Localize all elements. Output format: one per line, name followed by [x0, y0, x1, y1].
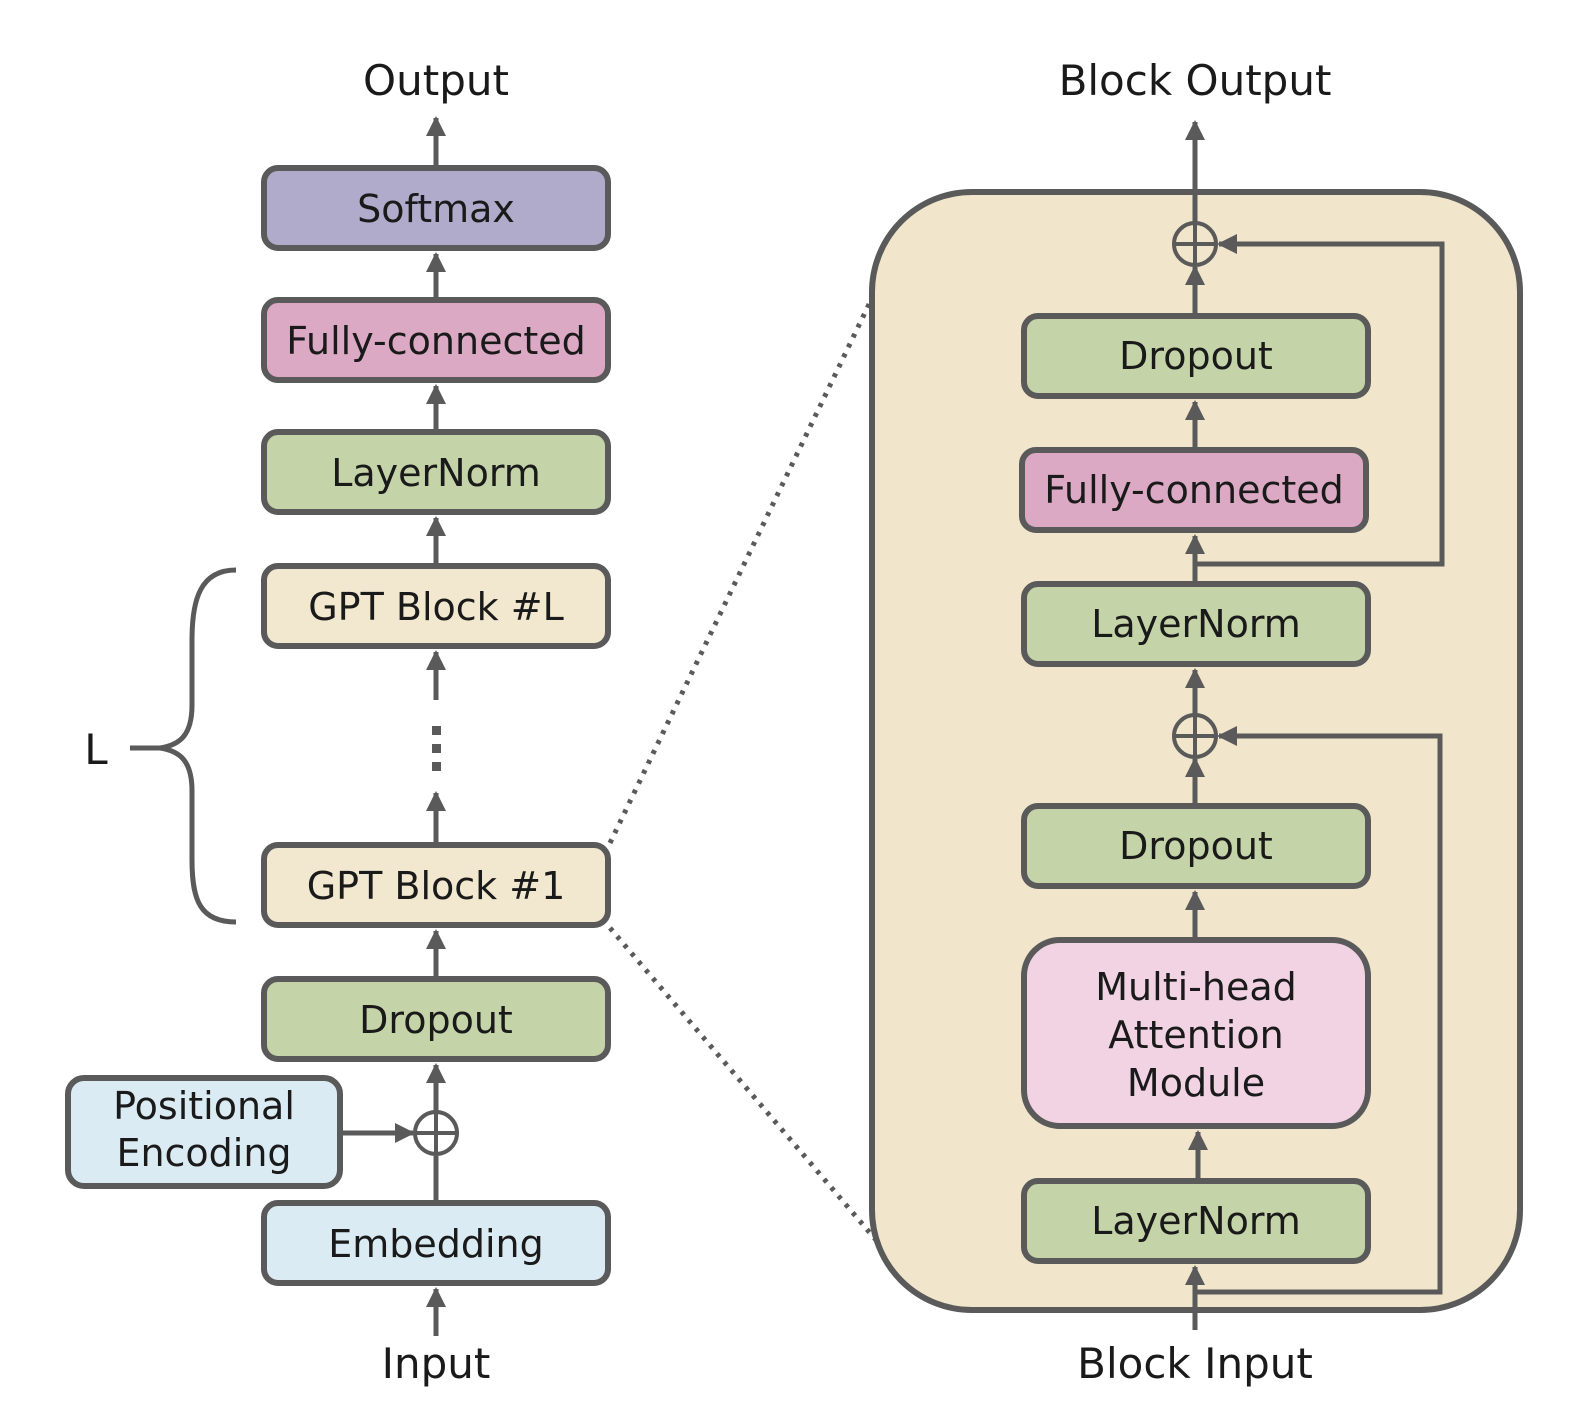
layernorm-bottom-label: LayerNorm: [1091, 1199, 1301, 1243]
block-input-label: Block Input: [1077, 1339, 1313, 1388]
softmax-box: [261, 165, 611, 251]
zoom-line-top: [607, 296, 875, 845]
fully-connected-block-label: Fully-connected: [1044, 468, 1344, 512]
residual-connection-top: [1195, 234, 1445, 567]
zoom-line-bottom: [608, 926, 878, 1242]
embedding-label: Embedding: [328, 1222, 544, 1266]
layernorm-top-label: LayerNorm: [1091, 602, 1301, 646]
dropout-bottom-box: [1021, 803, 1371, 889]
layernorm-label: LayerNorm: [331, 451, 541, 495]
gpt-block-last-box: [261, 563, 611, 649]
fully-connected-label: Fully-connected: [286, 319, 586, 363]
multi-head-attention-box: [1021, 937, 1371, 1129]
input-label: Input: [382, 1339, 491, 1388]
softmax-label: Softmax: [357, 187, 515, 231]
layernorm-bottom-box: [1021, 1178, 1371, 1264]
brace-label: L: [84, 725, 108, 774]
fully-connected-block-box: [1019, 447, 1369, 533]
positional-encoding-line2: Encoding: [116, 1131, 291, 1175]
add-icon: [1172, 713, 1218, 759]
attention-line3: Module: [1127, 1061, 1265, 1105]
output-label: Output: [363, 56, 509, 105]
gpt-block-last-label: GPT Block #L: [308, 585, 564, 629]
layernorm-box: [261, 429, 611, 515]
add-icon: [413, 1110, 459, 1156]
embedding-box: [261, 1200, 611, 1286]
dropout-label: Dropout: [359, 998, 513, 1042]
gpt-block-first-box: [261, 842, 611, 928]
gpt-block-first-label: GPT Block #1: [307, 864, 566, 908]
dropout-top-label: Dropout: [1119, 334, 1273, 378]
dropout-box: [261, 976, 611, 1062]
attention-line1: Multi-head: [1095, 965, 1296, 1009]
block-output-label: Block Output: [1059, 56, 1332, 105]
fully-connected-box: [261, 297, 611, 383]
add-icon: [1172, 221, 1218, 267]
positional-encoding-line1: Positional: [113, 1084, 295, 1128]
repeat-brace: [159, 567, 237, 925]
residual-connection-bottom: [1195, 726, 1443, 1295]
ellipsis-vertical: [432, 726, 441, 771]
dropout-top-box: [1021, 313, 1371, 399]
layernorm-top-box: [1021, 581, 1371, 667]
dropout-bottom-label: Dropout: [1119, 824, 1273, 868]
attention-line2: Attention: [1108, 1013, 1283, 1057]
